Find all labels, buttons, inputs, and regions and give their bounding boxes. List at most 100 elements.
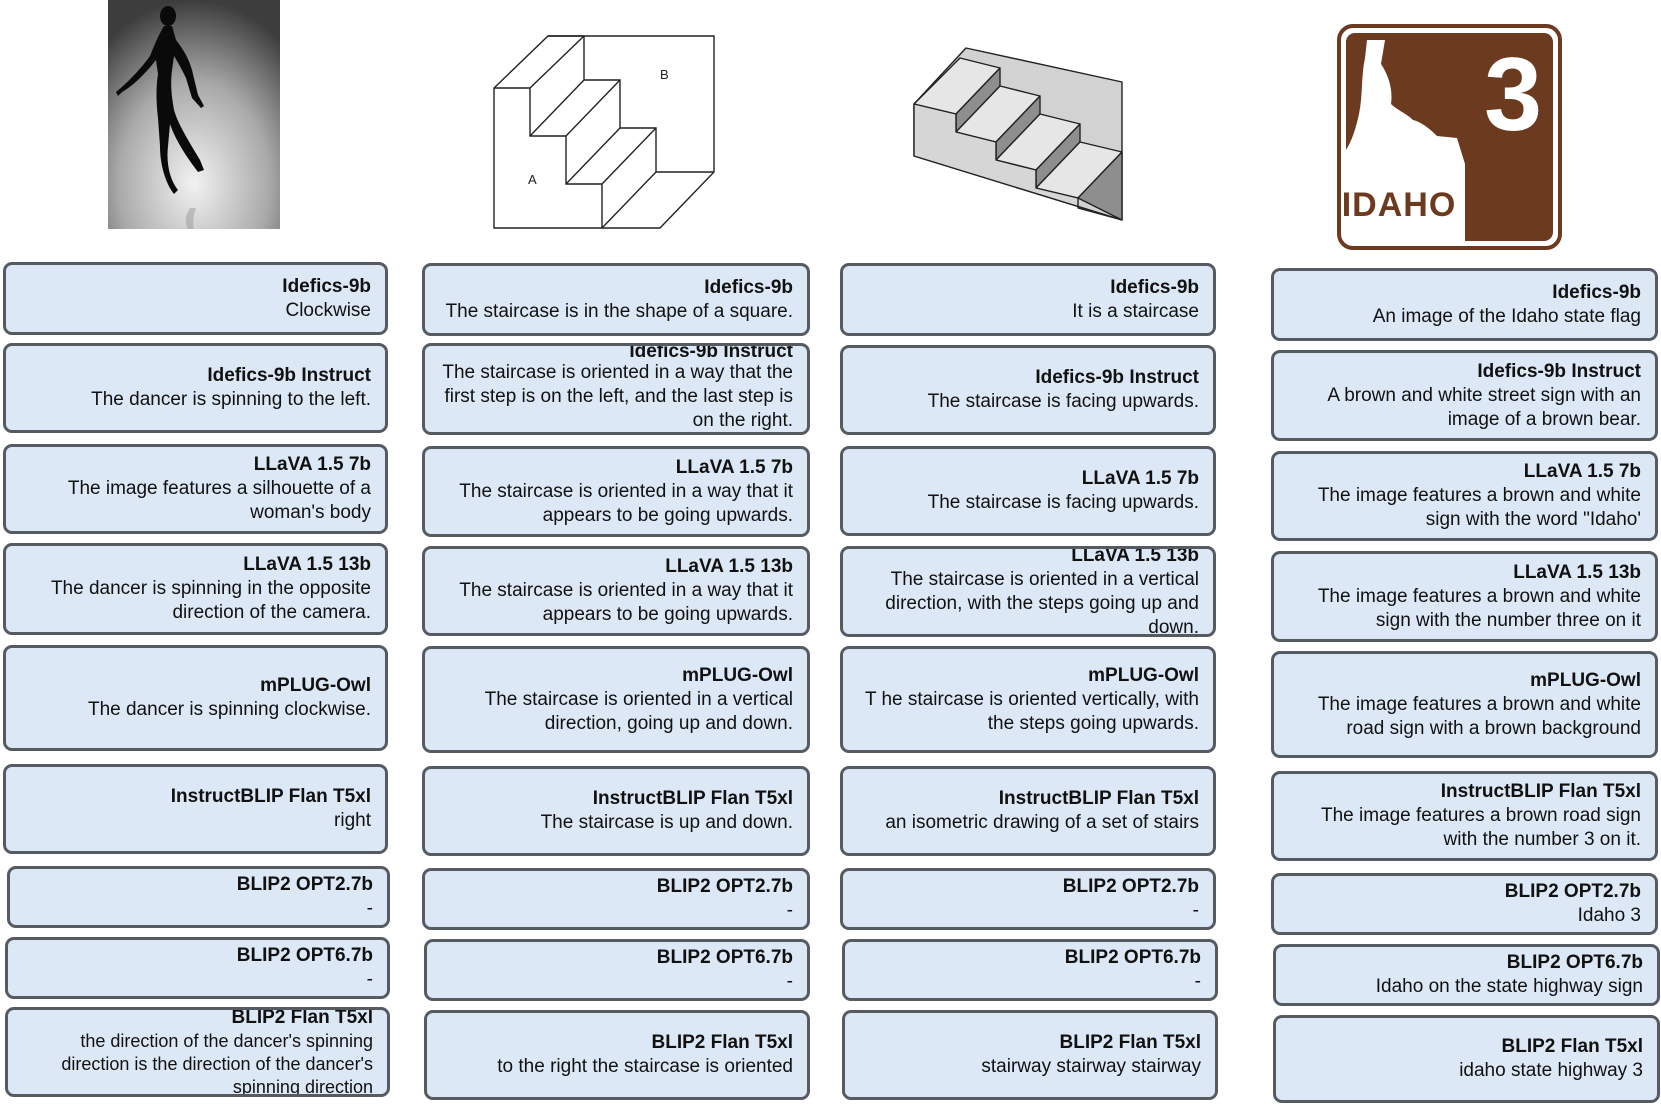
answer-card: Idefics-9b Instruct The dancer is spinni… [3,343,388,433]
model-answer: The dancer is spinning clockwise. [87,699,371,720]
model-name: BLIP2 OPT2.7b [1504,881,1641,902]
column-idaho-sign: 3 IDAHO Idefics-9b An image of the Idaho… [1270,0,1661,1112]
answer-card: Idefics-9b Instruct The staircase is fac… [840,345,1216,435]
model-answer: The dancer is spinning in the opposite d… [50,578,371,623]
answer-card: InstructBLIP Flan T5xl an isometric draw… [840,766,1216,856]
model-answer: to the right the staircase is oriented [497,1056,793,1077]
model-name: Idefics-9b [704,276,793,298]
model-name: BLIP2 OPT2.7b [1062,876,1199,897]
model-answer: The staircase is oriented in a way that … [459,480,793,526]
model-name: LLaVA 1.5 13b [1071,546,1199,566]
model-answer: - [1192,900,1199,921]
sign-number: 3 [1484,37,1542,153]
sign-state-name: IDAHO [1342,186,1457,224]
model-answer: The staircase is facing upwards. [927,492,1199,513]
column-dancer: Idefics-9b Clockwise Idefics-9b Instruct… [0,0,390,1112]
model-name: InstructBLIP Flan T5xl [1440,781,1641,802]
column-line-staircase: B A Idefics-9b The staircase is in the s… [420,0,810,1112]
model-name: BLIP2 OPT6.7b [656,947,793,968]
model-answer: stairway stairway stairway [981,1056,1201,1077]
label-b: B [660,67,669,82]
answer-card: Idefics-9b Instruct A brown and white st… [1271,350,1658,441]
model-name: LLaVA 1.5 13b [243,554,371,575]
model-answer: - [786,971,793,992]
answer-card: BLIP2 OPT2.7b - [422,868,810,930]
model-answer: - [366,898,373,919]
model-answer: - [786,900,793,921]
model-name: mPLUG-Owl [260,675,371,696]
model-name: Idefics-9b Instruct [1035,367,1199,388]
model-answer: Idaho 3 [1577,905,1641,926]
model-name: BLIP2 Flan T5xl [231,1007,373,1028]
idaho-sign-image: 3 IDAHO [1337,24,1562,250]
model-name: Idefics-9b Instruct [629,343,793,362]
model-name: BLIP2 OPT6.7b [236,945,373,966]
answer-card: BLIP2 OPT2.7b - [840,868,1216,930]
answer-card: BLIP2 OPT2.7b Idaho 3 [1271,873,1658,935]
label-a: A [528,172,537,187]
answer-card: LLaVA 1.5 13b The staircase is oriented … [840,546,1216,637]
model-answer: It is a staircase [1072,300,1199,322]
model-answer: idaho state highway 3 [1459,1060,1643,1081]
model-answer: The image features a brown and white sig… [1317,485,1641,530]
model-answer: An image of the Idaho state flag [1372,305,1641,327]
answer-card: InstructBLIP Flan T5xl The staircase is … [422,766,810,856]
answer-card: Idefics-9b The staircase is in the shape… [422,263,810,336]
answer-card: mPLUG-Owl The staircase is oriented in a… [422,646,810,753]
model-answer: - [1194,971,1201,992]
answer-card: LLaVA 1.5 13b The dancer is spinning in … [3,543,388,635]
model-answer: Idaho on the state highway sign [1375,976,1643,997]
answer-card: BLIP2 Flan T5xl to the right the stairca… [424,1010,810,1100]
shaded-staircase-image [912,46,1124,224]
model-answer: T he staircase is oriented vertically, w… [864,688,1199,734]
model-answer: The image features a silhouette of a wom… [67,478,371,523]
answer-card: BLIP2 OPT6.7b - [842,939,1218,1001]
dancer-image [108,0,280,229]
answer-card: LLaVA 1.5 7b The staircase is facing upw… [840,446,1216,536]
model-answer: Clockwise [285,299,371,321]
answer-card: InstructBLIP Flan T5xl right [3,764,388,854]
model-answer: The image features a brown road sign wit… [1320,805,1641,850]
answer-card: InstructBLIP Flan T5xl The image feature… [1271,771,1658,861]
idaho-highway-sign-icon: 3 IDAHO [1337,24,1562,250]
model-answer: The staircase is in the shape of a squar… [445,300,793,322]
model-name: InstructBLIP Flan T5xl [998,788,1199,809]
model-name: InstructBLIP Flan T5xl [170,786,371,807]
model-answer: The staircase is oriented in a vertical … [484,688,793,734]
answer-card: LLaVA 1.5 7b The image features a brown … [1271,451,1658,541]
model-name: mPLUG-Owl [1088,664,1199,686]
model-answer: The staircase is oriented in a vertical … [885,568,1199,637]
answer-card: LLaVA 1.5 13b The staircase is oriented … [422,546,810,636]
answer-card: mPLUG-Owl The dancer is spinning clockwi… [3,645,388,751]
model-name: LLaVA 1.5 13b [1513,561,1641,583]
answer-card: LLaVA 1.5 7b The image features a silhou… [3,444,388,534]
model-name: LLaVA 1.5 13b [665,556,793,577]
answer-card: BLIP2 Flan T5xl the direction of the dan… [5,1007,390,1097]
model-answer: The dancer is spinning to the left. [91,389,371,410]
model-name: Idefics-9b [1110,276,1199,298]
model-name: LLaVA 1.5 7b [253,454,371,475]
model-name: BLIP2 OPT2.7b [656,876,793,897]
answer-card: LLaVA 1.5 7b The staircase is oriented i… [422,446,810,537]
answer-card: BLIP2 Flan T5xl stairway stairway stairw… [842,1010,1218,1100]
model-answer: A brown and white street sign with an im… [1327,384,1641,430]
model-answer: The staircase is up and down. [540,812,793,833]
model-name: BLIP2 OPT2.7b [236,874,373,895]
answer-card: mPLUG-Owl T he staircase is oriented ver… [840,646,1216,753]
model-name: BLIP2 OPT6.7b [1506,952,1643,973]
model-answer: The staircase is facing upwards. [927,391,1199,412]
answer-card: mPLUG-Owl The image features a brown and… [1271,651,1658,758]
model-answer: The image features a brown and white sig… [1317,585,1641,631]
model-name: mPLUG-Owl [1530,669,1641,691]
answer-card: Idefics-9b Clockwise [3,262,388,335]
model-name: BLIP2 Flan T5xl [1501,1036,1643,1057]
answer-card: BLIP2 OPT2.7b - [7,866,390,928]
answer-card: Idefics-9b It is a staircase [840,263,1216,336]
column-shaded-staircase: Idefics-9b It is a staircase Idefics-9b … [838,0,1230,1112]
model-name: LLaVA 1.5 7b [1523,461,1641,482]
model-answer: right [334,810,371,831]
model-answer: an isometric drawing of a set of stairs [885,812,1199,833]
model-name: mPLUG-Owl [682,664,793,686]
answer-card: BLIP2 OPT6.7b - [424,939,810,1001]
model-name: Idefics-9b Instruct [1477,360,1641,382]
